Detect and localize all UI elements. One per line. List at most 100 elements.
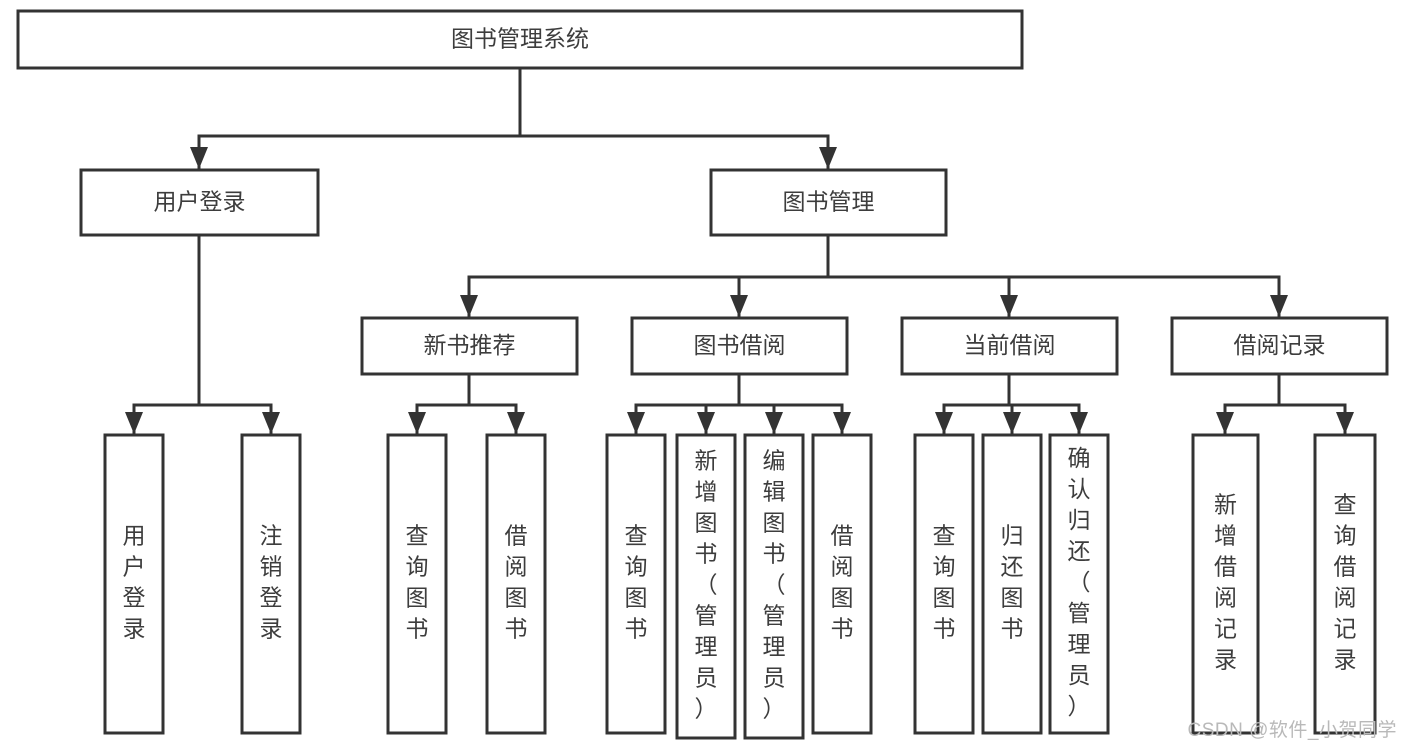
node-leaf-user-logout-box[interactable]: [240, 433, 302, 735]
node-leaf-add-book-label-char: 增: [695, 479, 718, 505]
node-user-login[interactable]: 用户登录: [79, 168, 320, 237]
node-current-borrow-label: 当前借阅: [964, 332, 1056, 358]
node-leaf-user-logout-label-char: 登: [260, 585, 283, 611]
node-leaf-add-book-label-char: 图: [695, 510, 718, 536]
node-leaf-query-book-3-label-char: 询: [933, 554, 956, 580]
arrow-head-icon: [730, 295, 748, 317]
node-leaf-query-record-label-char: 记: [1334, 616, 1357, 642]
arrow-head-icon: [627, 412, 645, 434]
node-leaf-borrow-book-2-label-char: 阅: [831, 554, 854, 580]
node-leaf-add-record-box[interactable]: [1191, 433, 1260, 735]
node-leaf-add-book-label-char: （: [695, 572, 718, 598]
node-root-label: 图书管理系统: [451, 26, 589, 52]
arrow-head-icon: [190, 147, 208, 169]
node-leaf-confirm-return-label-char: 归: [1068, 507, 1091, 533]
node-leaf-user-login-label-char: 用: [123, 523, 146, 549]
node-leaf-add-record-label-char: 阅: [1214, 585, 1237, 611]
node-leaf-add-book-label-char: 新: [695, 448, 718, 474]
node-leaf-add-book-box[interactable]: [675, 433, 737, 740]
node-leaf-borrow-book-1-label-char: 借: [505, 523, 528, 549]
node-borrow-record-box[interactable]: [1170, 316, 1389, 376]
node-leaf-add-record-label-char: 新: [1214, 492, 1237, 518]
node-leaf-query-book-3-label-char: 书: [933, 616, 956, 642]
node-leaf-borrow-book-1-label-char: 书: [505, 616, 528, 642]
node-leaf-add-book-label-char: 员: [695, 665, 718, 691]
node-leaf-confirm-return-label-char: 管: [1068, 600, 1091, 626]
node-new-book-recommend-label: 新书推荐: [424, 332, 516, 358]
node-leaf-confirm-return-box[interactable]: [1048, 433, 1110, 735]
node-leaf-borrow-book-2-label-char: 书: [831, 616, 854, 642]
node-leaf-borrow-book-1-box[interactable]: [485, 433, 547, 735]
arrow-head-icon: [1003, 412, 1021, 434]
node-leaf-user-login[interactable]: 用户登录: [103, 433, 165, 735]
node-leaf-edit-book-label-char: 辑: [763, 479, 786, 505]
node-leaf-user-login-box[interactable]: [103, 433, 165, 735]
arrow-head-icon: [819, 147, 837, 169]
node-layer: 图书管理系统用户登录图书管理新书推荐图书借阅当前借阅借阅记录用户登录注销登录查询…: [16, 9, 1389, 740]
node-new-book-recommend-box[interactable]: [360, 316, 579, 376]
node-leaf-edit-book-label-char: 管: [763, 603, 786, 629]
node-leaf-add-book-label-char: ）: [695, 696, 718, 722]
node-leaf-query-book-2-label-char: 查: [625, 523, 648, 549]
node-leaf-confirm-return-label-char: 认: [1068, 476, 1091, 502]
node-user-login-box[interactable]: [79, 168, 320, 237]
node-leaf-user-logout-label-char: 注: [260, 523, 283, 549]
node-leaf-return-book-label-char: 图: [1001, 585, 1024, 611]
node-book-management-box[interactable]: [709, 168, 948, 237]
arrow-head-icon: [507, 412, 525, 434]
node-leaf-borrow-book-2-box[interactable]: [811, 433, 873, 735]
node-leaf-add-book-label-char: 理: [695, 634, 718, 660]
arrow-head-icon: [1070, 412, 1088, 434]
node-book-management-label: 图书管理: [783, 189, 875, 215]
node-leaf-confirm-return-label-char: 还: [1068, 538, 1091, 564]
node-leaf-query-book-1-label-char: 询: [406, 554, 429, 580]
node-leaf-user-logout-label-char: 销: [260, 554, 283, 580]
arrow-head-icon: [460, 295, 478, 317]
node-current-borrow-box[interactable]: [900, 316, 1119, 376]
node-leaf-query-record-label-char: 借: [1334, 554, 1357, 580]
arrow-head-icon: [833, 412, 851, 434]
node-leaf-borrow-book-2-label-char: 图: [831, 585, 854, 611]
node-leaf-query-book-1-box[interactable]: [386, 433, 448, 735]
node-book-management[interactable]: 图书管理: [709, 168, 948, 237]
node-leaf-query-book-3-box[interactable]: [913, 433, 975, 735]
node-leaf-add-record-label-char: 增: [1214, 523, 1237, 549]
node-current-borrow[interactable]: 当前借阅: [900, 316, 1119, 376]
node-leaf-query-book-1-label-char: 图: [406, 585, 429, 611]
node-new-book-recommend[interactable]: 新书推荐: [360, 316, 579, 376]
node-book-borrow-box[interactable]: [630, 316, 849, 376]
node-root[interactable]: 图书管理系统: [16, 9, 1024, 70]
node-leaf-user-login-label-char: 登: [123, 585, 146, 611]
node-borrow-record[interactable]: 借阅记录: [1170, 316, 1389, 376]
node-leaf-query-record-label-char: 询: [1334, 523, 1357, 549]
node-root-box[interactable]: [16, 9, 1024, 70]
node-leaf-edit-book-label-char: 员: [763, 665, 786, 691]
node-leaf-query-book-3-label-char: 图: [933, 585, 956, 611]
arrow-head-icon: [1216, 412, 1234, 434]
node-leaf-user-login-label-char: 户: [123, 554, 146, 580]
node-leaf-query-book-2-box[interactable]: [605, 433, 667, 735]
node-leaf-add-book-label-char: 管: [695, 603, 718, 629]
node-leaf-query-record-box[interactable]: [1313, 433, 1377, 735]
node-leaf-edit-book-box[interactable]: [743, 433, 805, 740]
node-leaf-borrow-book-2-label-char: 借: [831, 523, 854, 549]
node-leaf-add-record-label-char: 记: [1214, 616, 1237, 642]
arrow-head-icon: [1336, 412, 1354, 434]
node-leaf-return-book-box[interactable]: [981, 433, 1043, 735]
node-leaf-edit-book-label-char: 书: [763, 541, 786, 567]
node-book-borrow[interactable]: 图书借阅: [630, 316, 849, 376]
node-leaf-query-book-1-label-char: 查: [406, 523, 429, 549]
